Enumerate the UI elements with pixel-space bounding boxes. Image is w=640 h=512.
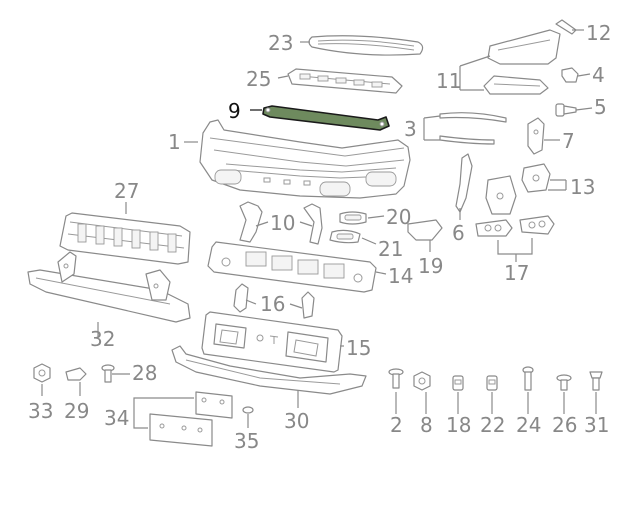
callout-2[interactable]: 2 — [390, 413, 403, 437]
part-17-fog-lamps[interactable] — [475, 215, 555, 237]
callout-14[interactable]: 14 — [388, 264, 413, 288]
callout-21[interactable]: 21 — [378, 237, 403, 261]
callout-33[interactable]: 33 — [28, 399, 53, 423]
callout-23[interactable]: 23 — [268, 31, 293, 55]
callout-8[interactable]: 8 — [420, 413, 433, 437]
part-5-screw[interactable] — [555, 103, 577, 117]
part-33-nut[interactable] — [33, 363, 51, 383]
callout-5[interactable]: 5 — [594, 95, 607, 119]
callout-15[interactable]: 15 — [346, 336, 371, 360]
callout-34[interactable]: 34 — [104, 406, 129, 430]
part-18-clip[interactable] — [452, 375, 464, 391]
part-4-clip[interactable] — [561, 67, 579, 83]
part-26-push-pin[interactable] — [556, 374, 572, 391]
part-2-bolt[interactable] — [388, 368, 404, 389]
part-30-skid-plate[interactable] — [171, 345, 367, 395]
callout-31[interactable]: 31 — [584, 413, 609, 437]
part-32-reinforcement-beam[interactable] — [27, 251, 191, 323]
part-21-trim[interactable] — [329, 229, 361, 244]
part-34-plate-brackets[interactable] — [149, 391, 233, 447]
part-29-clip[interactable] — [65, 367, 87, 381]
part-1-bumper-fascia[interactable] — [199, 119, 411, 199]
callout-12[interactable]: 12 — [586, 21, 611, 45]
callout-4[interactable]: 4 — [592, 63, 605, 87]
callout-7[interactable]: 7 — [562, 129, 575, 153]
callout-6[interactable]: 6 — [452, 221, 465, 245]
part-35-cap[interactable] — [242, 406, 254, 414]
callout-labels: 1 2 3 4 5 6 7 8 9 10 11 12 13 14 15 16 1… — [28, 21, 611, 453]
part-19-fog-bezel[interactable] — [407, 219, 443, 241]
callout-19[interactable]: 19 — [418, 254, 443, 278]
callout-18[interactable]: 18 — [446, 413, 471, 437]
part-20-trim[interactable] — [339, 211, 367, 225]
callout-3[interactable]: 3 — [404, 117, 417, 141]
part-3-trim-strips[interactable] — [439, 112, 507, 145]
callout-11[interactable]: 11 — [436, 69, 461, 93]
part-27-grille-carrier[interactable] — [59, 212, 191, 265]
callout-9[interactable]: 9 — [228, 99, 241, 123]
callout-27[interactable]: 27 — [114, 179, 139, 203]
part-16-small-bracket-pair[interactable] — [233, 283, 315, 319]
callout-16[interactable]: 16 — [260, 292, 285, 316]
part-11-corner-caps[interactable] — [483, 29, 561, 95]
leader-lines — [41, 29, 597, 429]
callout-29[interactable]: 29 — [64, 399, 89, 423]
part-22-clip[interactable] — [486, 375, 498, 391]
part-6-side-trim[interactable] — [455, 153, 473, 213]
part-12-corner-insert[interactable] — [555, 19, 577, 35]
callout-25[interactable]: 25 — [246, 67, 271, 91]
part-14-mounting-bar[interactable] — [207, 241, 377, 293]
callout-10[interactable]: 10 — [270, 211, 295, 235]
callout-17[interactable]: 17 — [504, 261, 529, 285]
callout-1[interactable]: 1 — [168, 130, 181, 154]
part-28-screw[interactable] — [101, 364, 115, 383]
part-31-fastener[interactable] — [589, 371, 603, 391]
part-9-bumper-bracket[interactable] — [262, 105, 390, 131]
part-23-upper-grille-strip[interactable] — [308, 35, 424, 56]
part-24-screw[interactable] — [522, 366, 534, 391]
callout-35[interactable]: 35 — [234, 429, 259, 453]
part-15-plate-mount-panel[interactable] — [201, 311, 343, 373]
part-8-nut[interactable] — [413, 371, 431, 391]
callout-28[interactable]: 28 — [132, 361, 157, 385]
callout-30[interactable]: 30 — [284, 409, 309, 433]
part-25-grille-insert[interactable] — [287, 68, 403, 94]
callout-13[interactable]: 13 — [570, 175, 595, 199]
part-10-bracket-pair[interactable] — [239, 201, 323, 245]
part-7-bracket[interactable] — [527, 117, 545, 155]
callout-32[interactable]: 32 — [90, 327, 115, 351]
callout-24[interactable]: 24 — [516, 413, 541, 437]
callout-26[interactable]: 26 — [552, 413, 577, 437]
part-9-body[interactable] — [262, 105, 390, 131]
callout-20[interactable]: 20 — [386, 205, 411, 229]
part-13-bracket-pair[interactable] — [485, 163, 551, 215]
callout-22[interactable]: 22 — [480, 413, 505, 437]
